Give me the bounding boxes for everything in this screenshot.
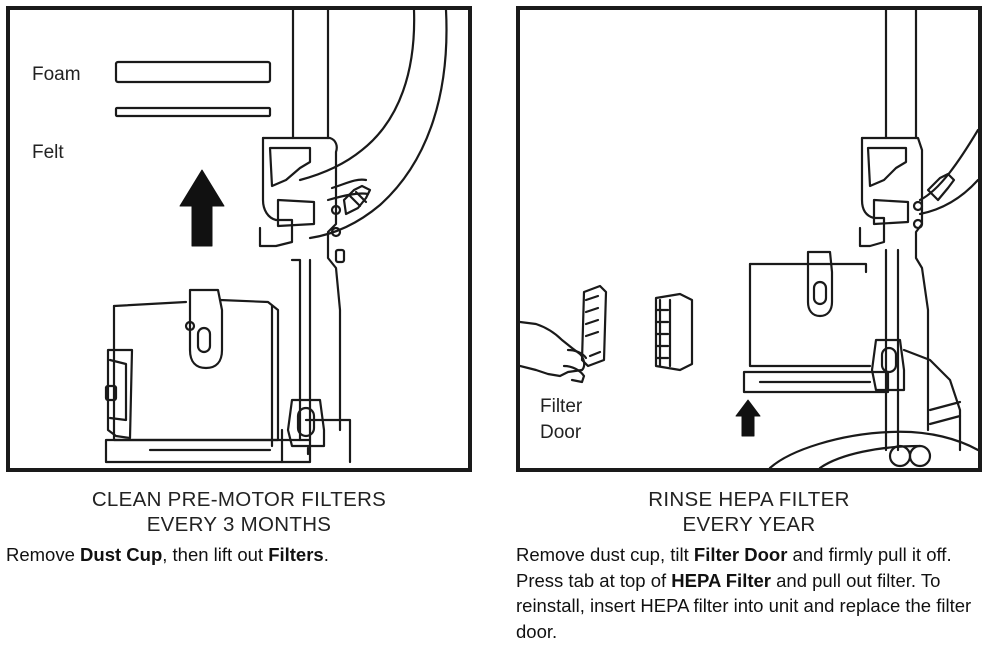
left-instr-text1: Remove (6, 544, 81, 565)
filter-door-label-line2: Door (540, 422, 582, 443)
filter-door-term: Filter Door (693, 544, 788, 565)
right-heading: RINSE HEPA FILTER EVERY YEAR (516, 487, 982, 537)
felt-filter (114, 106, 272, 118)
foam-label: Foam (32, 64, 81, 85)
right-instr-text3: and pull out filter. To reinstall, inser… (516, 569, 972, 642)
right-instruction: Remove dust cup, tilt Filter Door and fi… (516, 542, 986, 644)
filters-term: Filters (268, 544, 324, 565)
up-arrow-icon (735, 399, 761, 437)
foam-filter (114, 60, 272, 84)
right-instr-text2: and firmly pull it off. Press tab at top… (516, 544, 952, 591)
hepa-filter (654, 292, 694, 372)
right-heading-line2: EVERY YEAR (682, 513, 816, 536)
up-arrow-icon (179, 169, 225, 247)
hepa-filter-term: HEPA Filter (671, 569, 771, 591)
vacuum-illustration-hepa (520, 10, 978, 468)
left-instruction: Remove Dust Cup, then lift out Filters. (6, 542, 476, 568)
left-heading-line1: CLEAN PRE-MOTOR FILTERS (91, 488, 387, 511)
filter-door-label-line1: Filter (540, 396, 583, 417)
filter-door (580, 284, 608, 368)
vacuum-illustration (104, 10, 448, 464)
left-heading: CLEAN PRE-MOTOR FILTERS EVERY 3 MONTHS (6, 487, 472, 537)
dust-cup-term: Dust Cup (80, 544, 163, 565)
felt-label: Felt (32, 142, 64, 163)
left-instr-text3: . (323, 544, 329, 565)
left-heading-line2: EVERY 3 MONTHS (146, 513, 332, 536)
right-illustration-panel: Filter Door (516, 6, 982, 472)
right-instr-text1: Remove dust cup, tilt (516, 544, 694, 565)
left-instr-text2: , then lift out (162, 544, 269, 565)
right-heading-line1: RINSE HEPA FILTER (648, 488, 850, 511)
left-illustration-panel: Foam Felt (6, 6, 472, 472)
